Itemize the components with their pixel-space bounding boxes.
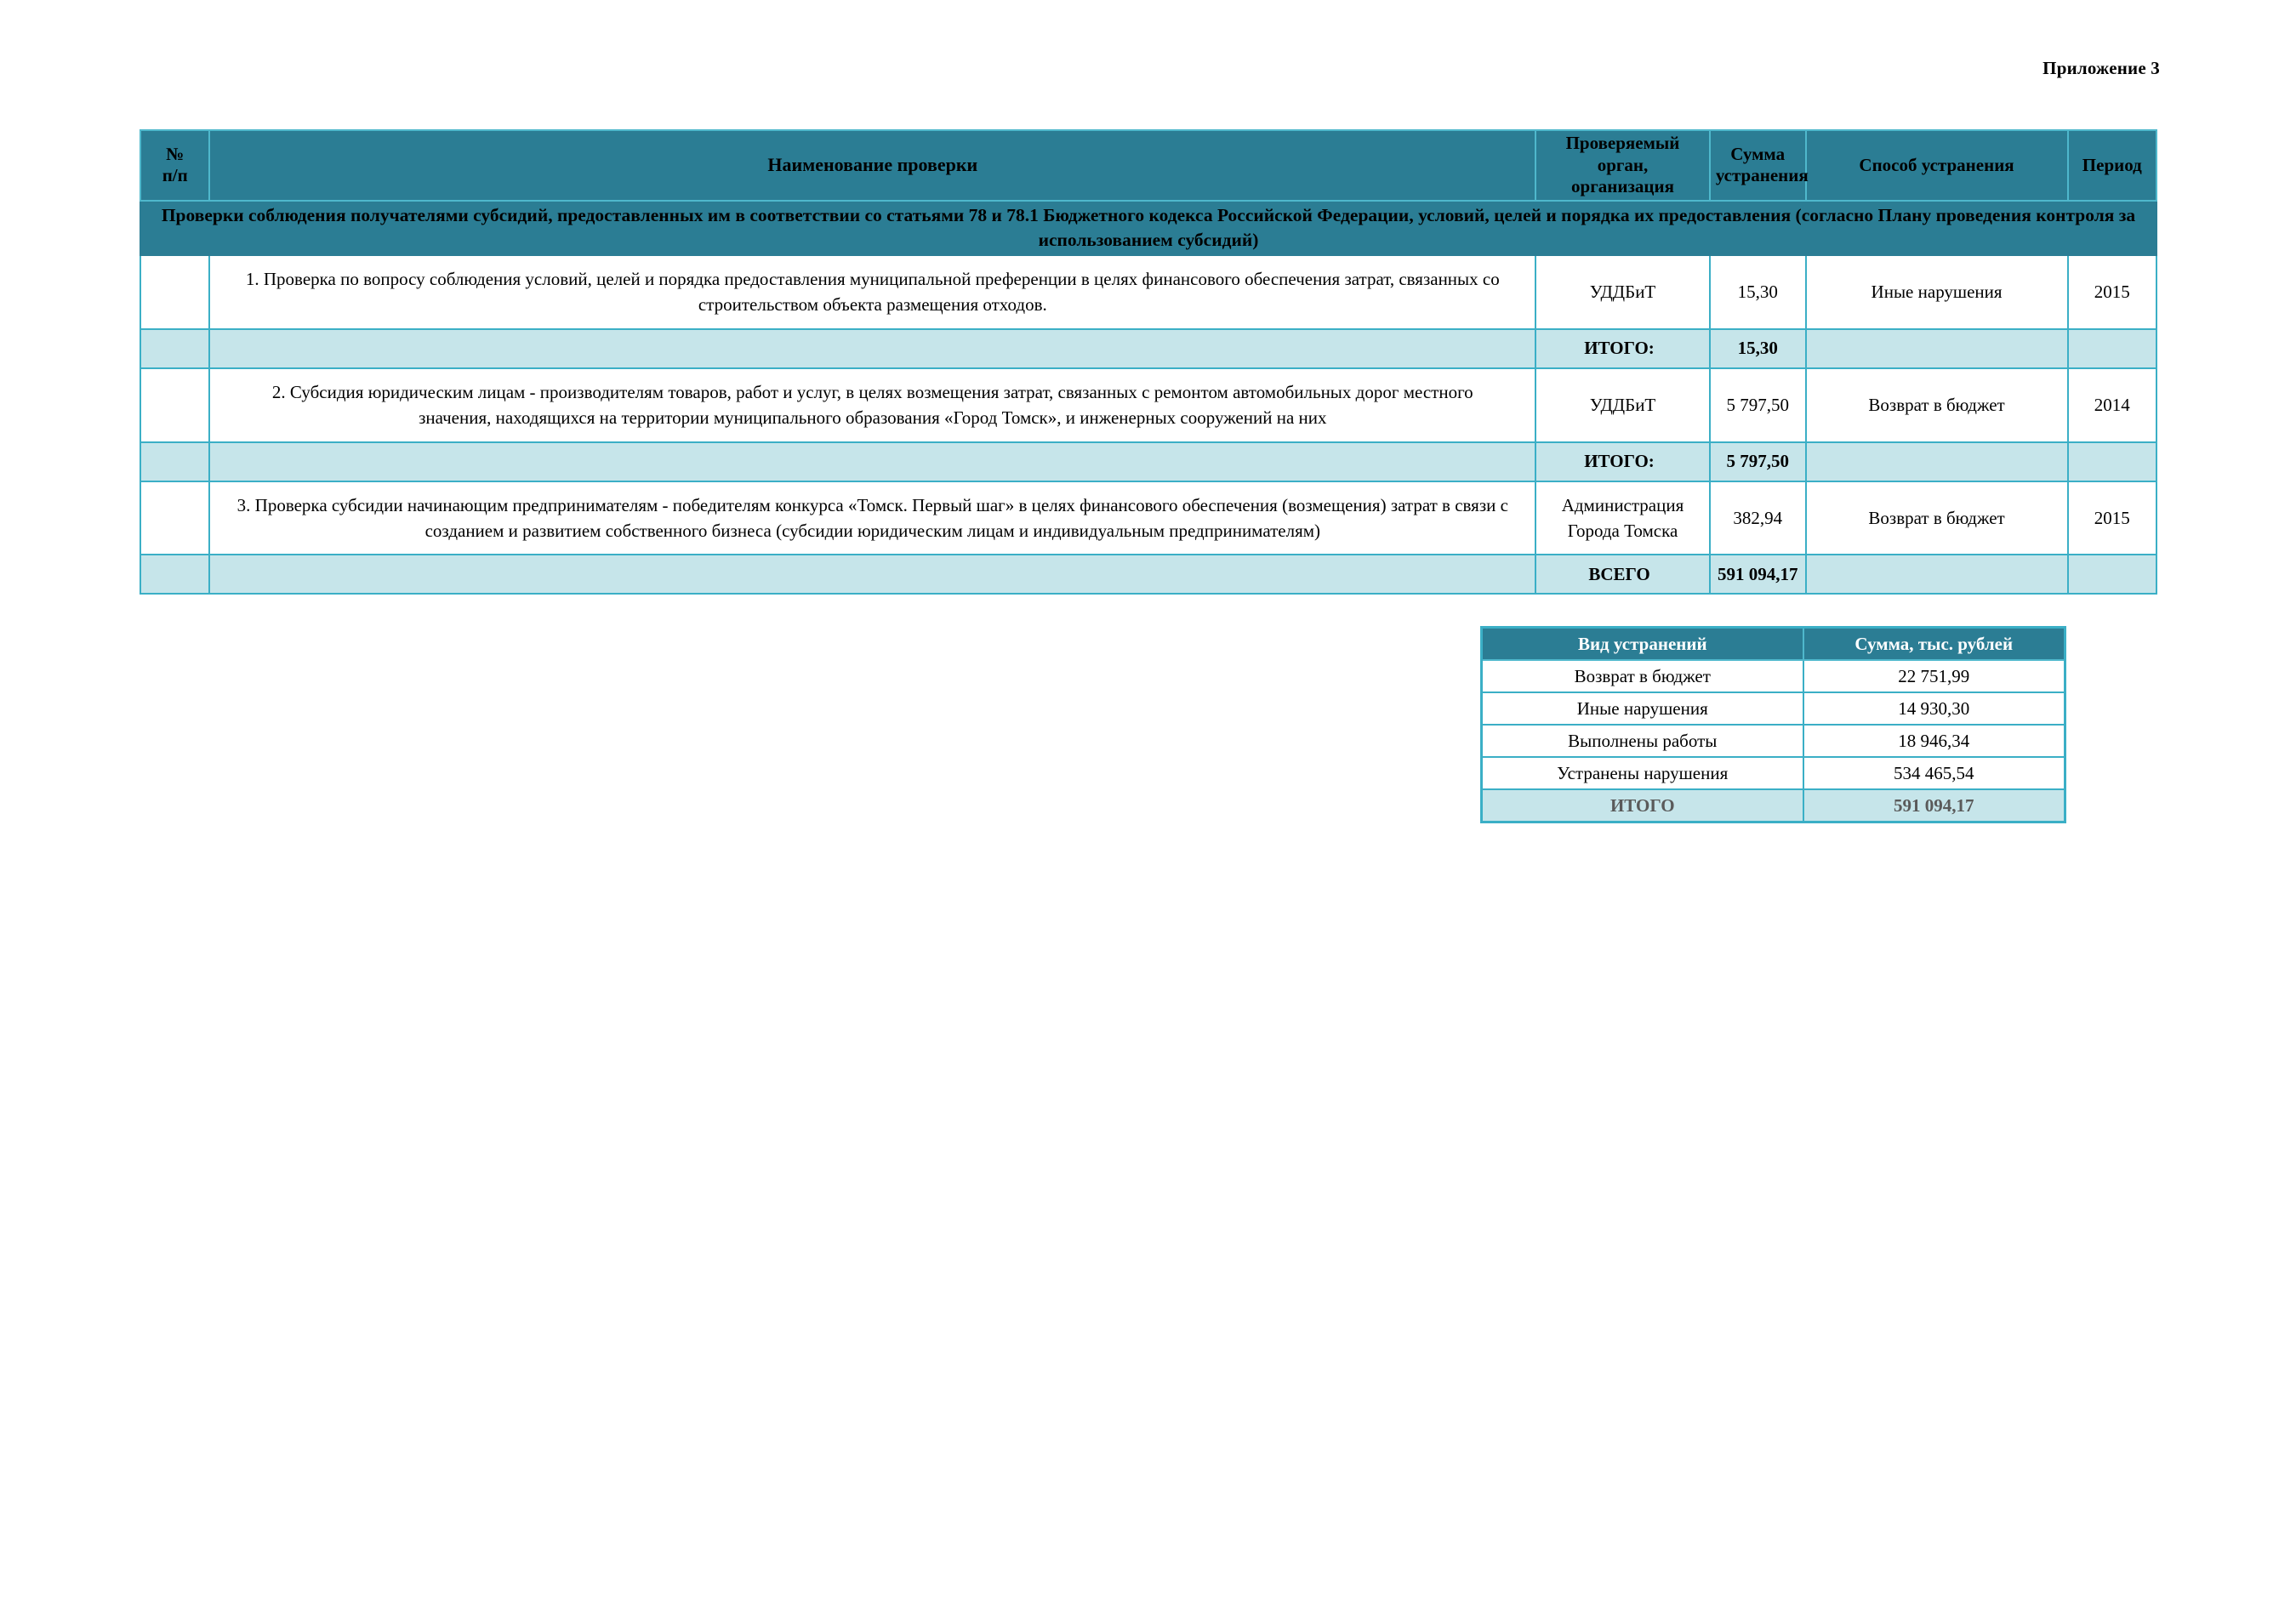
cell-period: 2015 bbox=[2066, 480, 2158, 556]
main-table-container: № п/п Наименование проверки Проверяемый … bbox=[139, 129, 2158, 595]
header-method: Способ устранения bbox=[1804, 129, 2069, 202]
subtotal-method bbox=[1804, 327, 2069, 369]
summary-cell-kind: Иные нарушения bbox=[1480, 691, 1804, 726]
summary-cell-amount: 534 465,54 bbox=[1802, 756, 2066, 790]
grand-total-label: ВСЕГО bbox=[1535, 554, 1711, 595]
subtotal-period bbox=[2066, 327, 2158, 369]
inspections-table: № п/п Наименование проверки Проверяемый … bbox=[139, 129, 2158, 595]
header-number: № п/п bbox=[139, 129, 211, 202]
table-row: 2. Субсидия юридическим лицам - производ… bbox=[139, 367, 2158, 443]
header-amount: Сумма устранения bbox=[1708, 129, 1809, 202]
table-row: 1. Проверка по вопросу соблюдения услови… bbox=[139, 253, 2158, 330]
cell-method: Иные нарушения bbox=[1804, 253, 2069, 330]
header-organization-line2: орган, bbox=[1597, 154, 1649, 175]
header-organization-line1: Проверяемый bbox=[1565, 133, 1680, 153]
summary-table-container: Вид устранений Сумма, тыс. рублей Возвра… bbox=[1480, 626, 2066, 823]
cell-organization-line1: Администрация bbox=[1561, 494, 1684, 515]
cell-organization: УДДБиТ bbox=[1535, 253, 1711, 330]
cell-amount: 15,30 bbox=[1708, 253, 1807, 330]
header-inspection-name: Наименование проверки bbox=[208, 129, 1537, 202]
cell-organization: Администрация Города Томска bbox=[1535, 480, 1711, 556]
subtotal-label: ИТОГО: bbox=[1535, 327, 1711, 369]
cell-inspection-name: 2. Субсидия юридическим лицам - производ… bbox=[208, 367, 1537, 443]
grand-total-amount: 591 094,17 bbox=[1708, 554, 1807, 595]
header-number-line2: п/п bbox=[162, 165, 188, 186]
summary-total-label: ИТОГО bbox=[1480, 788, 1804, 823]
cell-organization-line2: Города Томска bbox=[1567, 521, 1678, 542]
cell-method: Возврат в бюджет bbox=[1804, 480, 2069, 556]
grand-total-row: ВСЕГО 591 094,17 bbox=[139, 554, 2158, 595]
header-amount-line2: устранения bbox=[1715, 165, 1809, 186]
summary-header-amount: Сумма, тыс. рублей bbox=[1802, 626, 2066, 661]
header-number-line1: № bbox=[166, 143, 185, 164]
subtotal-np bbox=[139, 441, 211, 482]
header-organization-line3: организация bbox=[1571, 176, 1674, 197]
cell-amount: 5 797,50 bbox=[1708, 367, 1807, 443]
subtotal-amount: 15,30 bbox=[1708, 327, 1807, 369]
grand-total-np bbox=[139, 554, 211, 595]
header-period: Период bbox=[2066, 129, 2158, 202]
cell-method: Возврат в бюджет bbox=[1804, 367, 2069, 443]
table-header-row: № п/п Наименование проверки Проверяемый … bbox=[139, 129, 2158, 202]
header-amount-line1: Сумма bbox=[1730, 143, 1786, 164]
summary-cell-kind: Выполнены работы bbox=[1480, 724, 1804, 758]
subtotal-spacer bbox=[208, 441, 1537, 482]
summary-cell-kind: Устранены нарушения bbox=[1480, 756, 1804, 790]
subtotal-label: ИТОГО: bbox=[1535, 441, 1711, 482]
subtotal-amount: 5 797,50 bbox=[1708, 441, 1807, 482]
cell-amount: 382,94 bbox=[1708, 480, 1807, 556]
cell-inspection-name: 1. Проверка по вопросу соблюдения услови… bbox=[208, 253, 1537, 330]
subtotal-period bbox=[2066, 441, 2158, 482]
cell-np bbox=[139, 480, 211, 556]
subtotal-np bbox=[139, 327, 211, 369]
summary-total-amount: 591 094,17 bbox=[1802, 788, 2066, 823]
cell-period: 2014 bbox=[2066, 367, 2158, 443]
summary-row: Устранены нарушения 534 465,54 bbox=[1480, 756, 2066, 790]
cell-organization: УДДБиТ bbox=[1535, 367, 1711, 443]
grand-total-period bbox=[2066, 554, 2158, 595]
summary-header-kind: Вид устранений bbox=[1480, 626, 1804, 661]
summary-row: Выполнены работы 18 946,34 bbox=[1480, 724, 2066, 758]
cell-np bbox=[139, 367, 211, 443]
subtotal-method bbox=[1804, 441, 2069, 482]
subtotal-row: ИТОГО: 5 797,50 bbox=[139, 441, 2158, 482]
cell-np bbox=[139, 253, 211, 330]
grand-total-method bbox=[1804, 554, 2069, 595]
header-organization: Проверяемый орган, организация bbox=[1535, 129, 1711, 202]
subtotal-spacer bbox=[208, 327, 1537, 369]
summary-row: Возврат в бюджет 22 751,99 bbox=[1480, 659, 2066, 693]
table-row: 3. Проверка субсидии начинающим предприн… bbox=[139, 480, 2158, 556]
section-title: Проверки соблюдения получателями субсиди… bbox=[140, 199, 2157, 256]
cell-inspection-name: 3. Проверка субсидии начинающим предприн… bbox=[208, 480, 1537, 556]
summary-cell-amount: 22 751,99 bbox=[1802, 659, 2066, 693]
summary-cell-amount: 14 930,30 bbox=[1802, 691, 2066, 726]
cell-period: 2015 bbox=[2066, 253, 2158, 330]
subtotal-row: ИТОГО: 15,30 bbox=[139, 327, 2158, 369]
summary-cell-amount: 18 946,34 bbox=[1802, 724, 2066, 758]
summary-header-row: Вид устранений Сумма, тыс. рублей bbox=[1480, 626, 2066, 661]
summary-cell-kind: Возврат в бюджет bbox=[1480, 659, 1804, 693]
grand-total-spacer bbox=[208, 554, 1537, 595]
summary-total-row: ИТОГО 591 094,17 bbox=[1480, 788, 2066, 823]
remediation-summary-table: Вид устранений Сумма, тыс. рублей Возвра… bbox=[1480, 626, 2066, 823]
appendix-label: Приложение 3 bbox=[2042, 58, 2160, 78]
summary-row: Иные нарушения 14 930,30 bbox=[1480, 691, 2066, 726]
section-title-row: Проверки соблюдения получателями субсиди… bbox=[140, 199, 2157, 256]
